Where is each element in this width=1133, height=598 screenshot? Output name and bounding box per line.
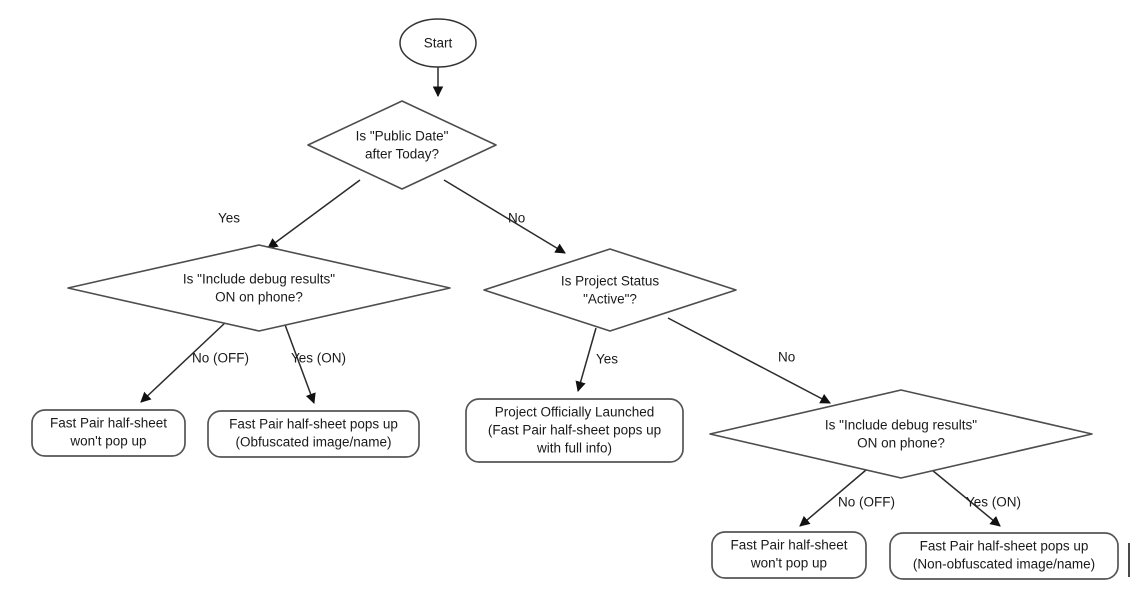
edge-label-public-date-no: No [508,211,525,226]
node-outcome-no-popup-right[interactable]: Fast Pair half-sheet won't pop up [711,531,867,579]
public-date-diamond [307,100,497,190]
project-status-label-line2: "Active"? [583,292,637,307]
public-date-label-line2: after Today? [365,147,439,162]
debug-left-diamond [67,244,451,332]
edge-project-status-no [667,317,831,404]
edge-label-debug-right-no: No (OFF) [838,495,895,510]
node-outcome-launched[interactable]: Project Officially Launched (Fast Pair h… [465,398,684,463]
node-public-date-decision[interactable]: Is "Public Date" after Today? [307,100,497,190]
edge-project-status-yes [575,327,597,393]
edge-debug-right-no [799,469,867,527]
debug-right-label-line1: Is "Include debug results" [825,418,977,433]
outcome-obfuscated-box [207,410,420,458]
outcome-non-obfuscated-box [889,532,1119,580]
edge-public-date-yes [267,179,361,249]
edge-public-date-no [443,179,566,254]
public-date-label-line1: Is "Public Date" [356,129,449,144]
edge-debug-left-no [140,321,227,403]
start-label: Start [424,36,453,51]
edge-labels-layer: Yes No No (OFF) Yes (ON) Yes No No (OFF)… [192,211,1021,510]
edge-debug-left-yes [283,321,316,404]
outcome-obfuscated-line1: Fast Pair half-sheet pops up [229,417,398,432]
node-outcome-no-popup-left[interactable]: Fast Pair half-sheet won't pop up [31,409,186,457]
debug-right-label-line2: ON on phone? [857,436,945,451]
project-status-label-line1: Is Project Status [561,274,660,289]
edge-label-project-status-yes: Yes [596,352,618,367]
outcome-no-popup-right-box [711,531,867,579]
outcome-launched-line1: Project Officially Launched [495,405,655,420]
outcome-obfuscated-line2: (Obfuscated image/name) [235,435,391,450]
debug-left-label-line2: ON on phone? [215,290,303,305]
node-debug-results-decision-right[interactable]: Is "Include debug results" ON on phone? [709,389,1093,479]
edge-label-project-status-no: No [778,350,795,365]
project-status-diamond [483,248,737,332]
node-start[interactable]: Start [399,18,477,68]
node-outcome-obfuscated[interactable]: Fast Pair half-sheet pops up (Obfuscated… [207,410,420,458]
debug-right-diamond [709,389,1093,479]
node-project-status-decision[interactable]: Is Project Status "Active"? [483,248,737,332]
outcome-non-obfuscated-line2: (Non-obfuscated image/name) [913,557,1095,572]
edge-debug-right-yes [931,469,1001,527]
outcome-no-popup-right-line1: Fast Pair half-sheet [730,538,847,553]
outcome-no-popup-left-line2: won't pop up [69,434,146,449]
edges-layer [140,67,1001,527]
outcome-launched-line2: (Fast Pair half-sheet pops up [488,423,661,438]
edge-label-debug-left-yes: Yes (ON) [291,351,346,366]
node-outcome-non-obfuscated[interactable]: Fast Pair half-sheet pops up (Non-obfusc… [889,532,1119,580]
node-debug-results-decision-left[interactable]: Is "Include debug results" ON on phone? [67,244,451,332]
edge-label-debug-left-no: No (OFF) [192,351,249,366]
debug-left-label-line1: Is "Include debug results" [183,272,335,287]
start-ellipse [399,18,477,68]
outcome-no-popup-left-line1: Fast Pair half-sheet [50,416,167,431]
outcome-no-popup-left-box [31,409,186,457]
right-edge-artifact [1128,543,1130,577]
outcome-non-obfuscated-line1: Fast Pair half-sheet pops up [920,539,1089,554]
outcome-launched-line3: with full info) [536,441,612,456]
edge-label-debug-right-yes: Yes (ON) [966,495,1021,510]
outcome-launched-box [465,398,684,463]
outcome-no-popup-right-line2: won't pop up [750,556,827,571]
edge-label-public-date-yes: Yes [218,211,240,226]
